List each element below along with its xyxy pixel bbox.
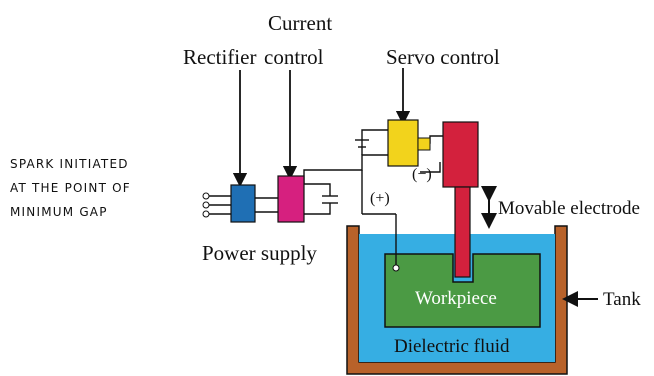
label-tank: Tank — [603, 289, 641, 310]
label-control: control — [264, 45, 324, 69]
workpiece-contact — [392, 264, 400, 272]
servo-control-port — [417, 137, 431, 151]
servo-control-box — [387, 119, 419, 167]
electrode-rod — [454, 186, 471, 278]
current-control-box — [277, 175, 305, 223]
label-movable-electrode: Movable electrode — [498, 198, 640, 219]
label-current: Current — [268, 11, 332, 35]
label-rectifier: Rectifier — [183, 45, 256, 69]
handwritten-note: SPARK INITIATED AT THE POINT OF MINIMUM … — [10, 152, 131, 224]
note-line-1: SPARK INITIATED — [10, 157, 129, 171]
wiring — [208, 129, 443, 268]
electrode-head — [442, 121, 479, 188]
label-servo-control: Servo control — [386, 45, 500, 69]
input-terminal — [202, 210, 210, 218]
input-terminal — [202, 201, 210, 209]
label-plus: (+) — [370, 190, 390, 207]
rectifier-box — [230, 184, 256, 223]
label-dielectric-fluid: Dielectric fluid — [394, 336, 510, 357]
input-terminal — [202, 192, 210, 200]
label-workpiece: Workpiece — [415, 288, 497, 309]
label-minus: (−) — [412, 166, 432, 183]
note-line-3: MINIMUM GAP — [10, 205, 108, 219]
note-line-2: AT THE POINT OF — [10, 181, 131, 195]
workpiece — [384, 253, 541, 328]
label-power-supply: Power supply — [202, 241, 317, 265]
